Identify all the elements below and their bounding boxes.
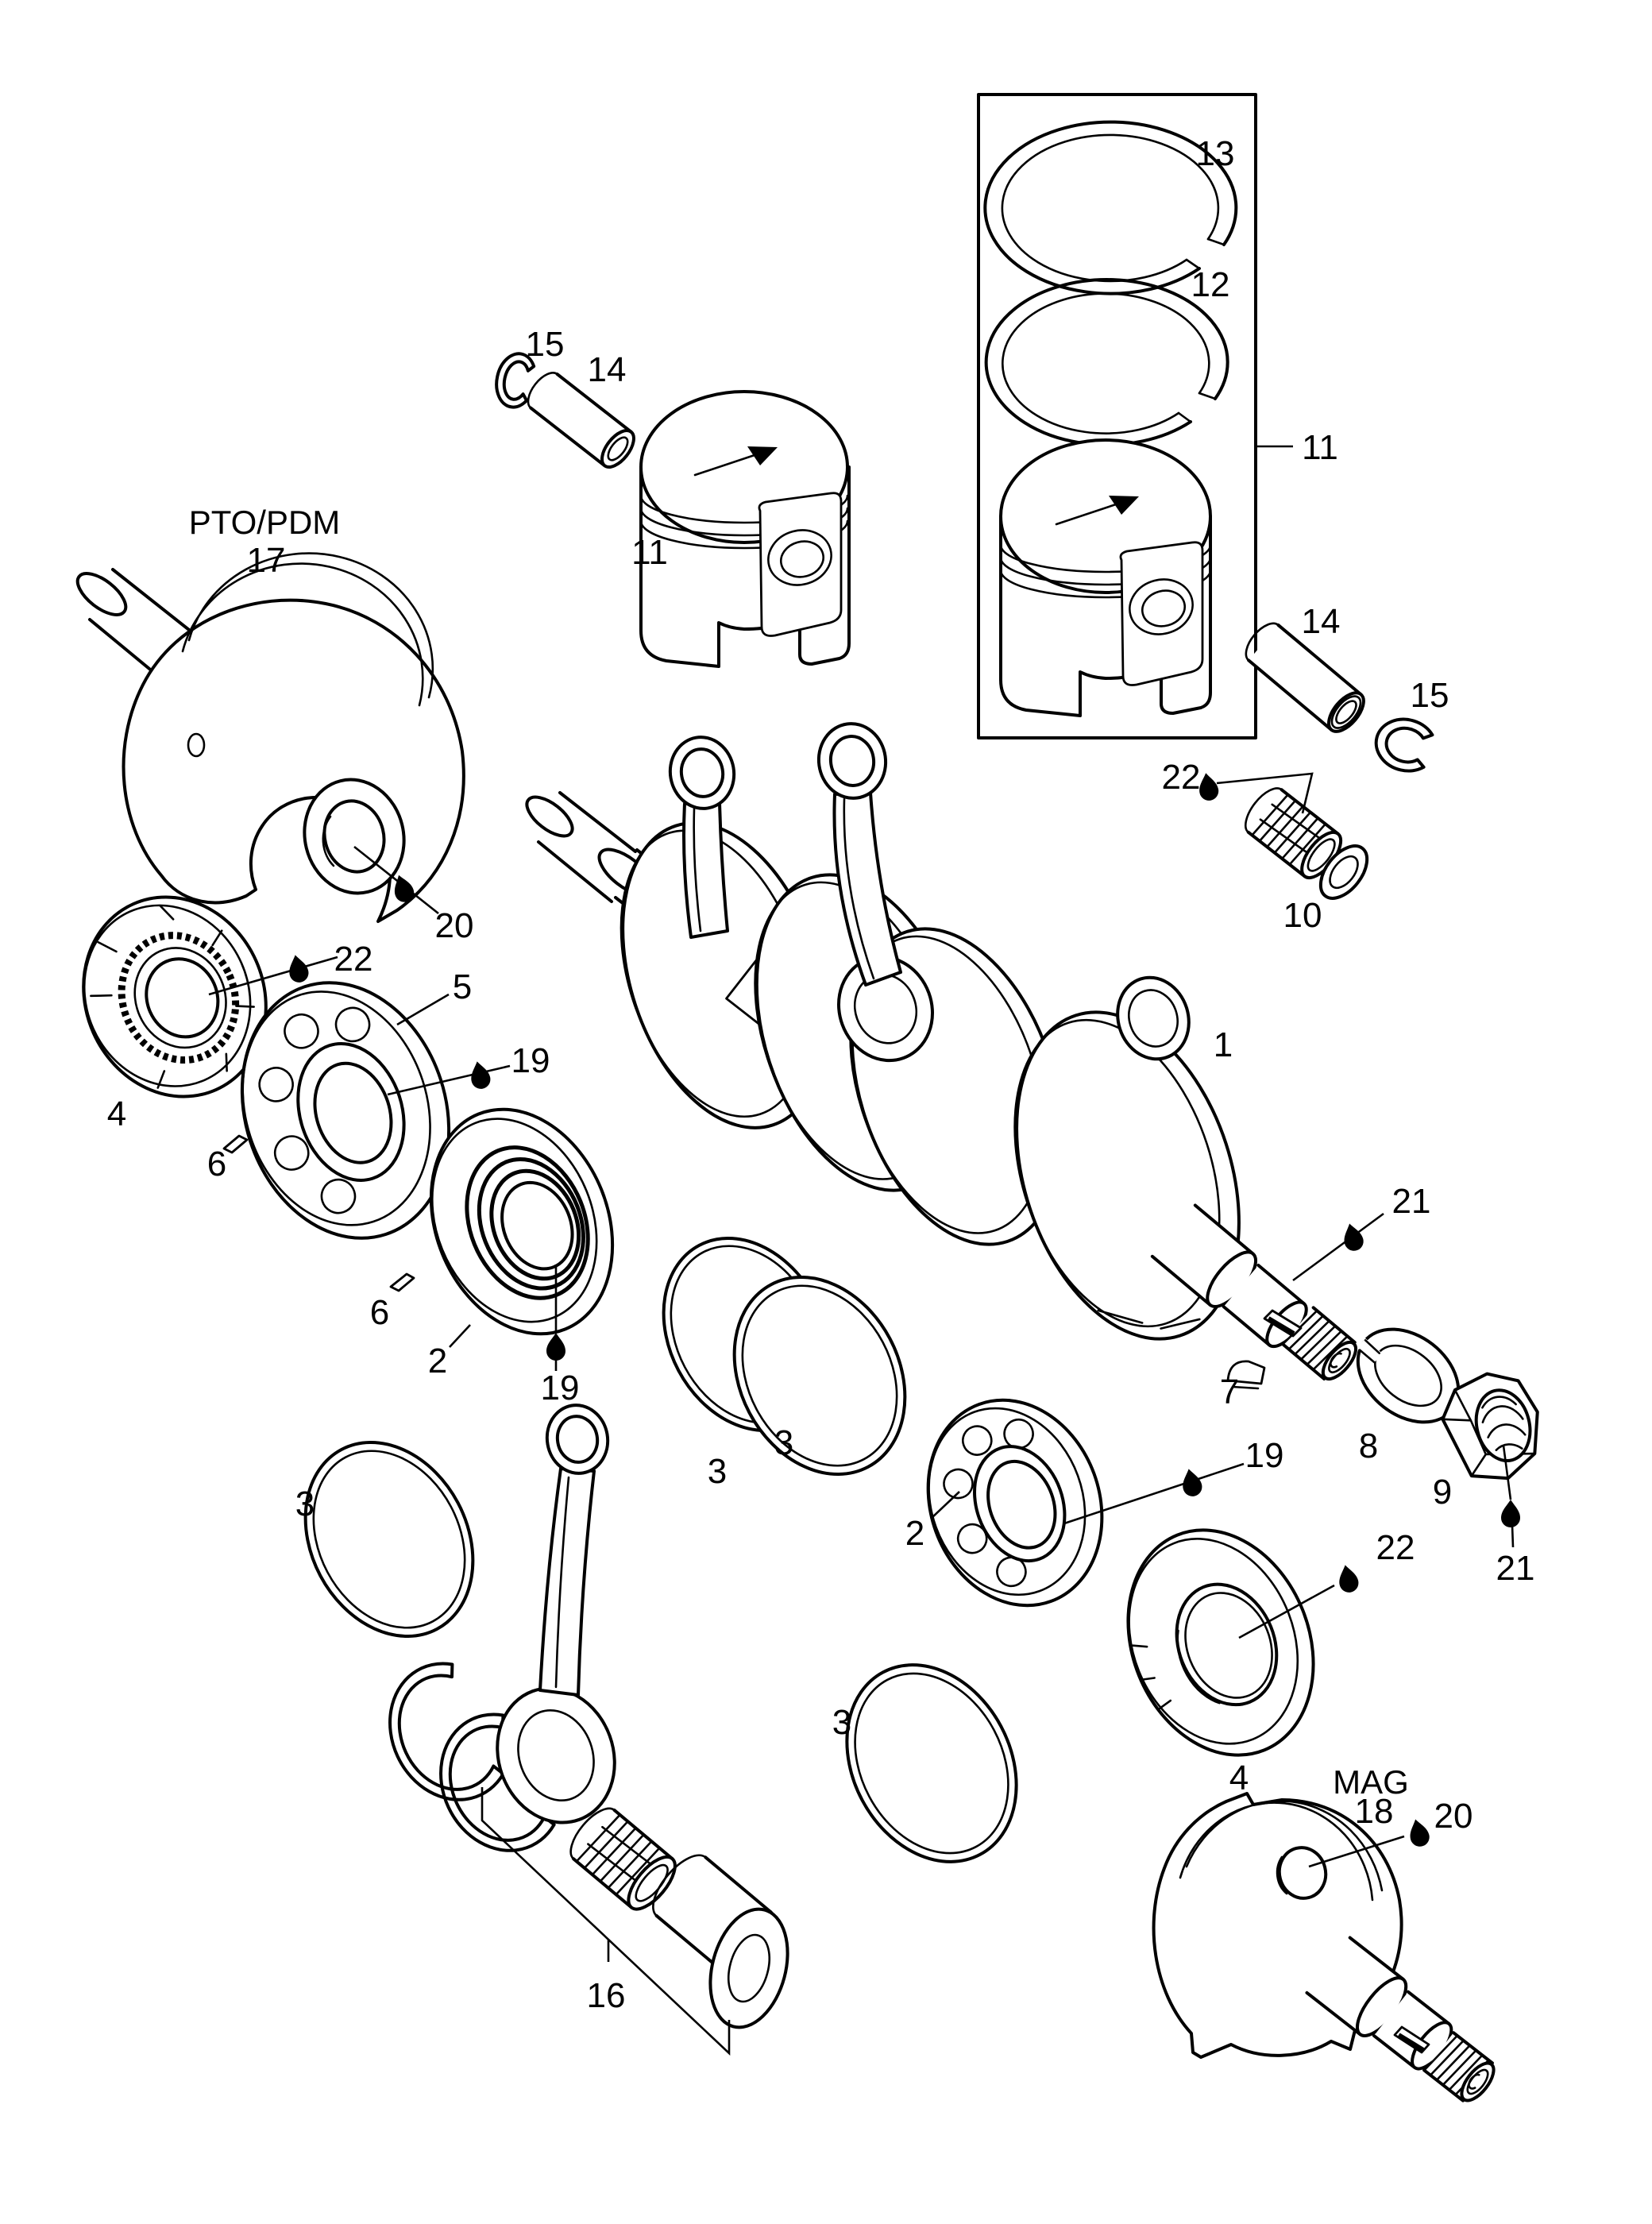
piston-left (639, 390, 851, 668)
label-mag: MAG (1333, 1763, 1409, 1801)
callout-19-left: 19 (511, 1041, 550, 1080)
callout-19-right: 19 (1245, 1436, 1284, 1475)
callout-6-a: 6 (207, 1145, 226, 1183)
threaded-shaft-end (1281, 1306, 1358, 1381)
piston-in-box (999, 438, 1212, 717)
callout-3-mid-b: 3 (774, 1423, 793, 1462)
piston-orientation-arrow (693, 446, 778, 477)
callout-3-bottom: 3 (832, 1703, 851, 1742)
callout-4-right: 4 (1229, 1759, 1249, 1797)
crankshaft-nut (1441, 1372, 1539, 1481)
callout-1: 1 (1214, 1025, 1233, 1064)
callout-2-left: 2 (428, 1342, 447, 1380)
callout-22-needle: 22 (1162, 758, 1201, 797)
kit-box (977, 93, 1257, 739)
woodruff-key-left-b (389, 1272, 415, 1292)
crank-half-pto (75, 552, 465, 923)
oil-droplet-icon (1340, 1221, 1366, 1253)
connecting-rod-spare (496, 1404, 616, 1824)
wrist-pin-right (1245, 622, 1365, 733)
piston-orientation-arrow (1055, 496, 1139, 526)
callout-17: 17 (247, 541, 286, 580)
oil-droplet-icon (1406, 1817, 1432, 1849)
ball-bearing-left (240, 981, 451, 1240)
woodruff-key-right (1226, 1360, 1266, 1390)
ball-bearing-right (926, 1398, 1104, 1608)
needle-bearing-rod (569, 1807, 677, 1911)
threaded-shaft-end-mag (1422, 2031, 1496, 2102)
callout-box-11: 11 (1302, 428, 1338, 467)
o-ring-left (303, 1440, 475, 1639)
callout-7: 7 (1220, 1373, 1239, 1411)
callout-14-right: 14 (1302, 602, 1341, 641)
callout-9: 9 (1433, 1473, 1452, 1512)
callout-8: 8 (1359, 1427, 1378, 1465)
circlip-top (495, 352, 536, 409)
callout-4-left: 4 (107, 1095, 126, 1133)
callout-2-right: 2 (905, 1514, 924, 1553)
oil-droplet-icon (285, 952, 311, 985)
callout-circlip-15: 15 (526, 325, 565, 364)
callout-3-mid-a: 3 (708, 1452, 727, 1491)
callouts: 13 12 11 11 15 14 PTO/PDM 17 20 22 5 19 … (107, 134, 1535, 2015)
oil-seal-outer-right (1126, 1528, 1315, 1757)
callout-18: 18 (1355, 1792, 1394, 1831)
oil-droplet-icon (1179, 1466, 1204, 1499)
leader-lines (208, 445, 1515, 1868)
callout-16: 16 (587, 1976, 626, 2015)
callout-5: 5 (453, 967, 472, 1006)
o-ring-bottom (845, 1663, 1018, 1863)
callout-piston-11: 11 (631, 533, 668, 572)
thrust-washer (708, 1907, 789, 2029)
o-ring-mid-b (732, 1275, 907, 1477)
callout-22-left: 22 (334, 940, 373, 979)
callout-21-top: 21 (1392, 1182, 1431, 1221)
callout-19-left-lower: 19 (541, 1369, 580, 1407)
callout-20-mag: 20 (1434, 1797, 1473, 1836)
callout-15-right: 15 (1411, 676, 1449, 715)
callout-6-b: 6 (370, 1293, 389, 1332)
woodruff-key-left-a (222, 1134, 249, 1154)
connecting-rod-left (668, 736, 736, 939)
wrist-pin-top (527, 372, 635, 469)
connecting-rod-right (816, 722, 934, 1063)
oil-seal-outer-left (82, 895, 268, 1098)
rod-kit (388, 1404, 789, 2056)
callout-22-right: 22 (1376, 1528, 1415, 1567)
callout-21-bottom: 21 (1496, 1549, 1535, 1588)
callout-pin-14: 14 (588, 350, 627, 389)
oil-droplet-icon (546, 1333, 565, 1361)
callout-3-left: 3 (295, 1485, 315, 1523)
oil-droplet-icon (1501, 1500, 1520, 1527)
oil-droplet-icon (1335, 1562, 1361, 1595)
piston-ring-taper (984, 278, 1229, 446)
callout-ring-13: 13 (1196, 134, 1235, 173)
callout-ring-12: 12 (1191, 265, 1230, 304)
crankshaft-assembly (525, 722, 1358, 1381)
crank-half-mag (1152, 1792, 1496, 2102)
callout-10: 10 (1283, 896, 1322, 935)
needle-bearing (1244, 787, 1369, 900)
callout-20-pto: 20 (435, 906, 474, 945)
rod-kit-bracket (481, 1787, 731, 2056)
label-pto-pdm: PTO/PDM (189, 504, 341, 541)
circlip-right (1374, 717, 1434, 773)
